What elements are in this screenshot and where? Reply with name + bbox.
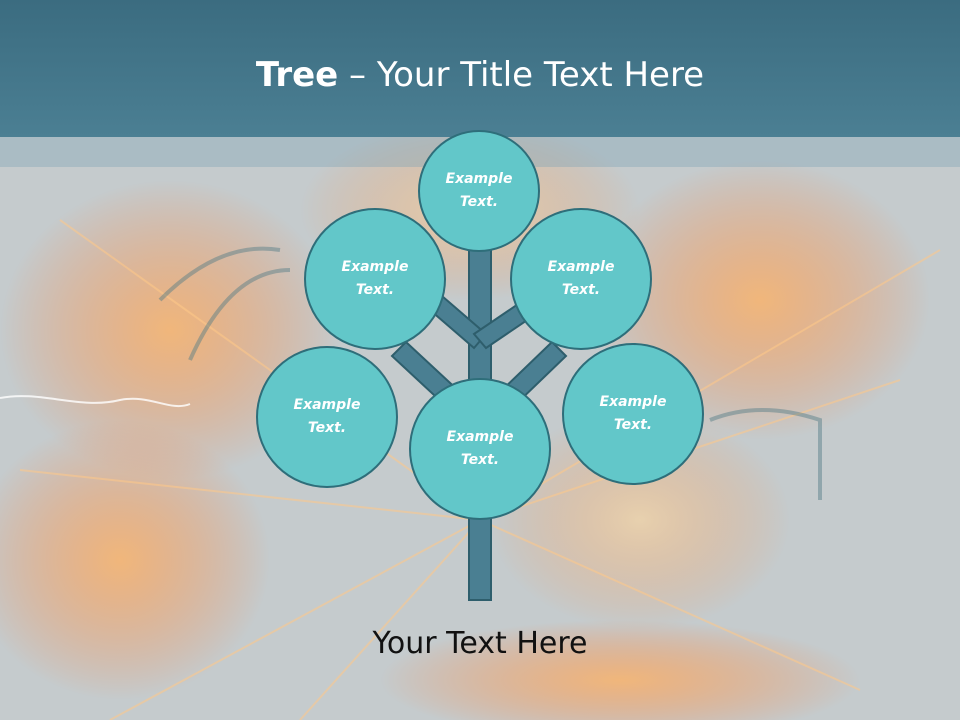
slide-title: Tree – Your Title Text Here <box>0 50 960 100</box>
slide-title-bold: Tree <box>255 55 339 95</box>
tree-node-upper-right: Example Text. <box>510 208 652 350</box>
tree-node-lower-left: Example Text. <box>256 346 398 488</box>
tree-node-center: Example Text. <box>409 378 551 520</box>
tree-node-upper-left: Example Text. <box>304 208 446 350</box>
tree-node-top: Example Text. <box>418 130 540 252</box>
slide-caption: Your Text Here <box>372 626 588 661</box>
tree-node-label: Example Text. <box>547 259 615 298</box>
tree-node-label: Example Text. <box>341 259 409 298</box>
tree-node-label: Example Text. <box>293 397 361 436</box>
tree-node-label: Example Text. <box>446 429 514 468</box>
tree-node-label: Example Text. <box>599 394 667 433</box>
tree-node-label: Example Text. <box>445 171 513 210</box>
title-bar <box>0 0 960 137</box>
slide-title-rest: – Your Title Text Here <box>338 55 705 95</box>
tree-node-lower-right: Example Text. <box>562 343 704 485</box>
